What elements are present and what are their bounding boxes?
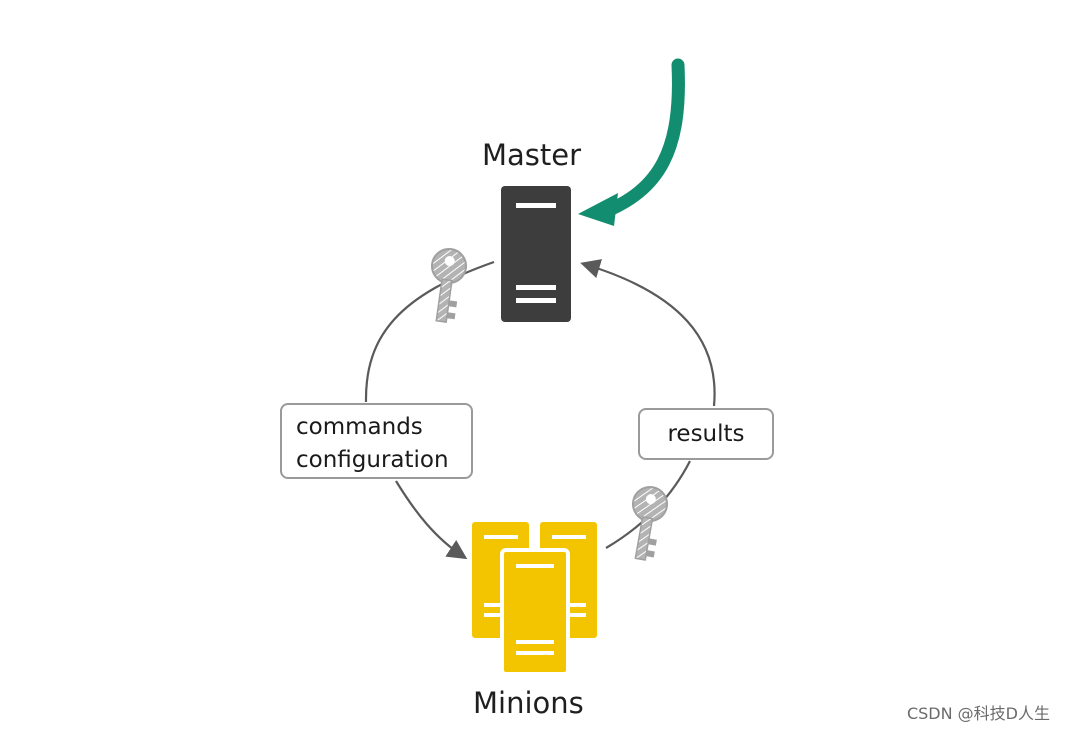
results-text: results	[667, 421, 745, 447]
commands-text: commands	[296, 414, 423, 440]
minions-key-icon	[632, 486, 668, 561]
configuration-text: configuration	[296, 447, 449, 473]
minions-label: Minions	[473, 686, 584, 720]
master-key-icon	[431, 248, 467, 323]
watermark: CSDN @科技D人生	[906, 704, 1050, 723]
commands-arrow-lower	[395, 480, 468, 560]
incoming-request-arrow	[578, 58, 685, 226]
results-callout: results	[638, 408, 774, 460]
results-arrow	[580, 259, 716, 407]
master-label: Master	[482, 138, 582, 172]
master-server-icon	[501, 186, 571, 322]
commands-callout: commands configuration	[280, 403, 473, 479]
minions-server-icon	[472, 522, 597, 676]
commands-arrow	[364, 260, 495, 403]
